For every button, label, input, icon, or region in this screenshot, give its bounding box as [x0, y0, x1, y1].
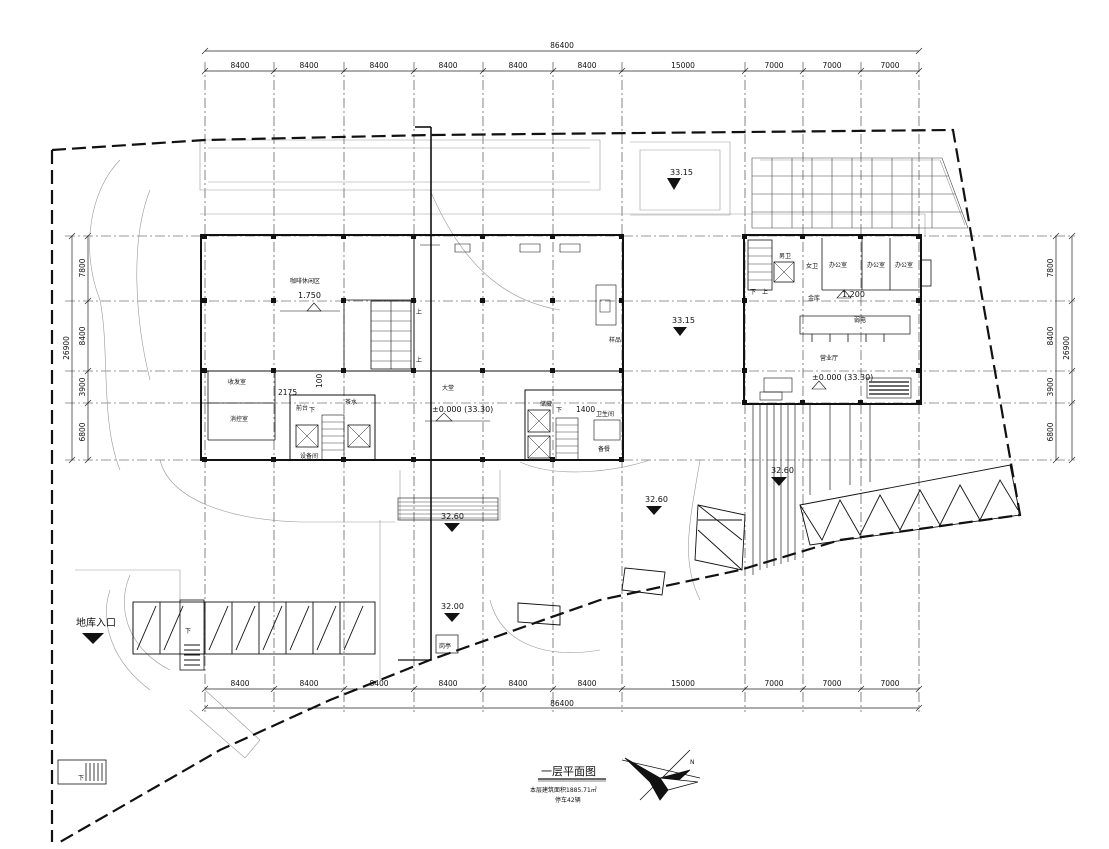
ramp-lanes — [752, 404, 871, 575]
stair-down-label: 下 — [309, 407, 315, 414]
dim-bottom-bay: 7000 — [880, 679, 899, 688]
dim-bottom-bay: 8400 — [508, 679, 527, 688]
room-server: 弱电 — [854, 316, 866, 324]
elevation-ground4: 32.00 — [441, 602, 464, 611]
dim-bottom-bay: 8400 — [299, 679, 318, 688]
room-toilet: 卫生间 — [596, 410, 614, 418]
dim-left-bay: 3900 — [78, 377, 87, 396]
room-toilet2: 男卫 — [779, 253, 791, 260]
parking-stalls-east — [517, 464, 1021, 626]
stair-down-label: 下 — [556, 407, 562, 414]
room-firecontrol: 消控室 — [230, 415, 248, 423]
dim-left-bay: 6800 — [78, 422, 87, 441]
small-annotations: 2175 100 1400 上 上 下 下 下 上 下 下 — [78, 288, 768, 782]
room-wc: 女卫 — [806, 262, 818, 270]
north-arrow-icon: N — [621, 749, 701, 801]
dim-top-bay: 8400 — [369, 61, 388, 70]
room-cafe: 咖啡休闲区 — [290, 277, 320, 285]
dim-left-bay: 8400 — [78, 326, 87, 345]
dim-bottom-bay: 7000 — [822, 679, 841, 688]
north-label: N — [690, 759, 695, 766]
dim-2175: 2175 — [278, 388, 297, 397]
elevation-yard1: 33.15 — [670, 168, 693, 177]
dim-bottom-bay: 8400 — [438, 679, 457, 688]
room-safe: 金库 — [808, 294, 820, 302]
dim-top-bay: 7000 — [764, 61, 783, 70]
dimension-lines — [68, 47, 1076, 712]
site-landscape-lines — [75, 139, 966, 759]
elevation-labels: 33.15 33.15 32.60 32.60 32.60 32.00 1.75… — [298, 168, 873, 611]
plan-area-note: 本层建筑面积1885.71㎡ — [530, 786, 597, 794]
dim-top-bay: 8400 — [577, 61, 596, 70]
plan-parking-note: 停车42辆 — [555, 796, 581, 804]
room-office1: 办公室 — [829, 261, 847, 269]
elevation-markers — [82, 178, 787, 644]
open-elevation-markers — [280, 289, 852, 422]
elevation-yard2: 33.15 — [672, 316, 695, 325]
side-dimension-text: 26900 7800 8400 3900 6800 26900 7800 840… — [62, 258, 1071, 441]
elevation-upper: 1.200 — [842, 290, 865, 299]
dim-bottom-bay: 7000 — [764, 679, 783, 688]
elevation-ground1: 32.60 — [771, 466, 794, 475]
room-storage: 储藏 — [540, 400, 552, 408]
elevation-ground2: 32.60 — [645, 495, 668, 504]
dim-right-bay: 3900 — [1046, 377, 1055, 396]
dim-top-bay: 8400 — [438, 61, 457, 70]
elevation-ground3: 32.60 — [441, 512, 464, 521]
stair-down-label: 下 — [78, 775, 84, 782]
room-office3: 办公室 — [895, 261, 913, 269]
dim-top-bay: 7000 — [880, 61, 899, 70]
stair-up-label: 上 — [416, 356, 422, 364]
dim-bottom-bay: 8400 — [369, 679, 388, 688]
elevation-hall: ±0.000 (33.30) — [812, 373, 873, 382]
room-front-desk: 前台 — [296, 404, 308, 412]
dim-top-bay: 8400 — [299, 61, 318, 70]
axis-grid — [65, 62, 1075, 712]
room-equipment: 设备间 — [300, 452, 318, 460]
canopy-grid — [751, 157, 969, 229]
dim-right-bay: 8400 — [1046, 326, 1055, 345]
room-pantry: 茶水 — [345, 398, 357, 406]
plan-title: 一层平面图 — [541, 765, 596, 778]
dim-bottom-bay: 8400 — [230, 679, 249, 688]
site-boundary — [50, 128, 1022, 843]
room-business-hall: 营业厅 — [820, 354, 838, 362]
room-lobby: 大堂 — [442, 384, 454, 392]
room-mailroom: 收发室 — [228, 378, 246, 386]
elevation-lobby: ±0.000 (33.30) — [432, 405, 493, 414]
elevation-cafe: 1.750 — [298, 291, 321, 300]
dim-top-total: 86400 — [550, 41, 574, 50]
stair-down-label: 下 — [185, 628, 191, 635]
garage-entrance-label: 地库入口 — [76, 616, 116, 629]
east-building — [743, 234, 932, 405]
stair-up-label: 上 — [416, 308, 422, 316]
dim-left-total: 26900 — [62, 336, 71, 360]
room-office2: 办公室 — [867, 261, 885, 269]
parking-stalls-west — [57, 599, 459, 785]
room-labels: 咖啡休闲区 收发室 消控室 大堂 办公室 办公室 办公室 营业厅 岗亭 设备间 … — [76, 253, 913, 650]
dim-top-bay: 8400 — [230, 61, 249, 70]
room-prep: 备餐 — [598, 445, 610, 453]
room-guard: 岗亭 — [439, 642, 451, 650]
dim-right-total: 26900 — [1062, 336, 1071, 360]
dim-top-bay: 15000 — [671, 61, 695, 70]
stair-down-label: 下 — [750, 289, 756, 296]
dim-bottom-bay: 15000 — [671, 679, 695, 688]
dim-top-bay: 7000 — [822, 61, 841, 70]
dim-top-bay: 8400 — [508, 61, 527, 70]
dim-right-bay: 6800 — [1046, 422, 1055, 441]
main-building — [200, 126, 624, 661]
dim-right-bay: 7800 — [1046, 258, 1055, 277]
stair-up-label: 上 — [762, 288, 768, 296]
room-sample: 样品 — [609, 336, 621, 344]
title-block: 一层平面图 本层建筑面积1885.71㎡ 停车42辆 — [530, 765, 606, 804]
dimension-text: 86400 8400 8400 8400 8400 8400 8400 1500… — [230, 41, 899, 708]
dim-100: 100 — [315, 373, 324, 388]
dim-1400: 1400 — [576, 405, 595, 414]
dim-left-bay: 7800 — [78, 258, 87, 277]
dim-bottom-total: 86400 — [550, 699, 574, 708]
dim-bottom-bay: 8400 — [577, 679, 596, 688]
